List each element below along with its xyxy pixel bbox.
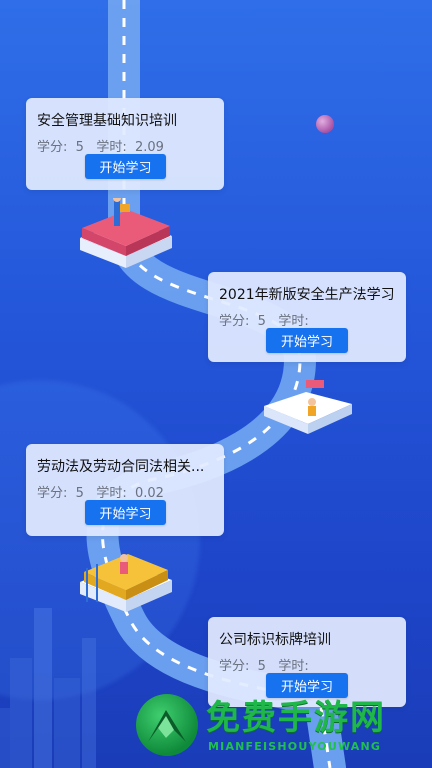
course-meta: 学分: 5 学时:	[219, 310, 317, 329]
course-card-4: 公司标识标牌培训 学分: 5 学时: 开始学习	[208, 617, 406, 707]
credit-label: 学分:	[37, 486, 68, 501]
course-card-2: 2021年新版安全生产法学习 学分: 5 学时: 开始学习	[208, 272, 406, 362]
course-meta: 学分: 5 学时: 0.02	[37, 482, 164, 501]
book-stack-illustration	[80, 198, 172, 268]
credit-value: 5	[75, 486, 84, 501]
watermark-logo-icon	[136, 694, 198, 756]
watermark-subtitle: MIANFEISHOUYOUWANG	[208, 740, 382, 753]
hours-value: 2.09	[135, 140, 164, 155]
credit-label: 学分:	[37, 140, 68, 155]
start-learning-button[interactable]: 开始学习	[85, 154, 166, 179]
hours-label: 学时:	[278, 659, 309, 674]
course-meta: 学分: 5 学时:	[219, 655, 317, 674]
book-stack-with-ladder-illustration	[80, 554, 172, 612]
hours-label: 学时:	[96, 140, 127, 155]
course-title: 公司标识标牌培训	[219, 632, 331, 648]
decorative-orb	[316, 115, 334, 133]
course-card-1: 安全管理基础知识培训 学分: 5 学时: 2.09 开始学习	[26, 98, 224, 190]
start-learning-button[interactable]: 开始学习	[266, 328, 348, 353]
credit-label: 学分:	[219, 314, 250, 329]
course-title: 安全管理基础知识培训	[37, 113, 177, 129]
course-meta: 学分: 5 学时: 2.09	[37, 136, 164, 155]
credit-value: 5	[257, 659, 266, 674]
course-title: 劳动法及劳动合同法相关...	[37, 459, 205, 475]
start-learning-button[interactable]: 开始学习	[266, 673, 348, 698]
hours-label: 学时:	[278, 314, 309, 329]
credit-value: 5	[257, 314, 266, 329]
credit-label: 学分:	[219, 659, 250, 674]
hours-label: 学时:	[96, 486, 127, 501]
credit-value: 5	[75, 140, 84, 155]
open-book-illustration	[264, 380, 352, 434]
course-card-3: 劳动法及劳动合同法相关... 学分: 5 学时: 0.02 开始学习	[26, 444, 224, 536]
start-learning-button[interactable]: 开始学习	[85, 500, 166, 525]
hours-value: 0.02	[135, 486, 164, 501]
course-title: 2021年新版安全生产法学习	[219, 287, 395, 303]
site-watermark: 免费手游网 MIANFEISHOUYOUWANG	[136, 690, 432, 768]
watermark-title: 免费手游网	[206, 698, 386, 738]
city-skyline-illustration	[0, 608, 96, 768]
